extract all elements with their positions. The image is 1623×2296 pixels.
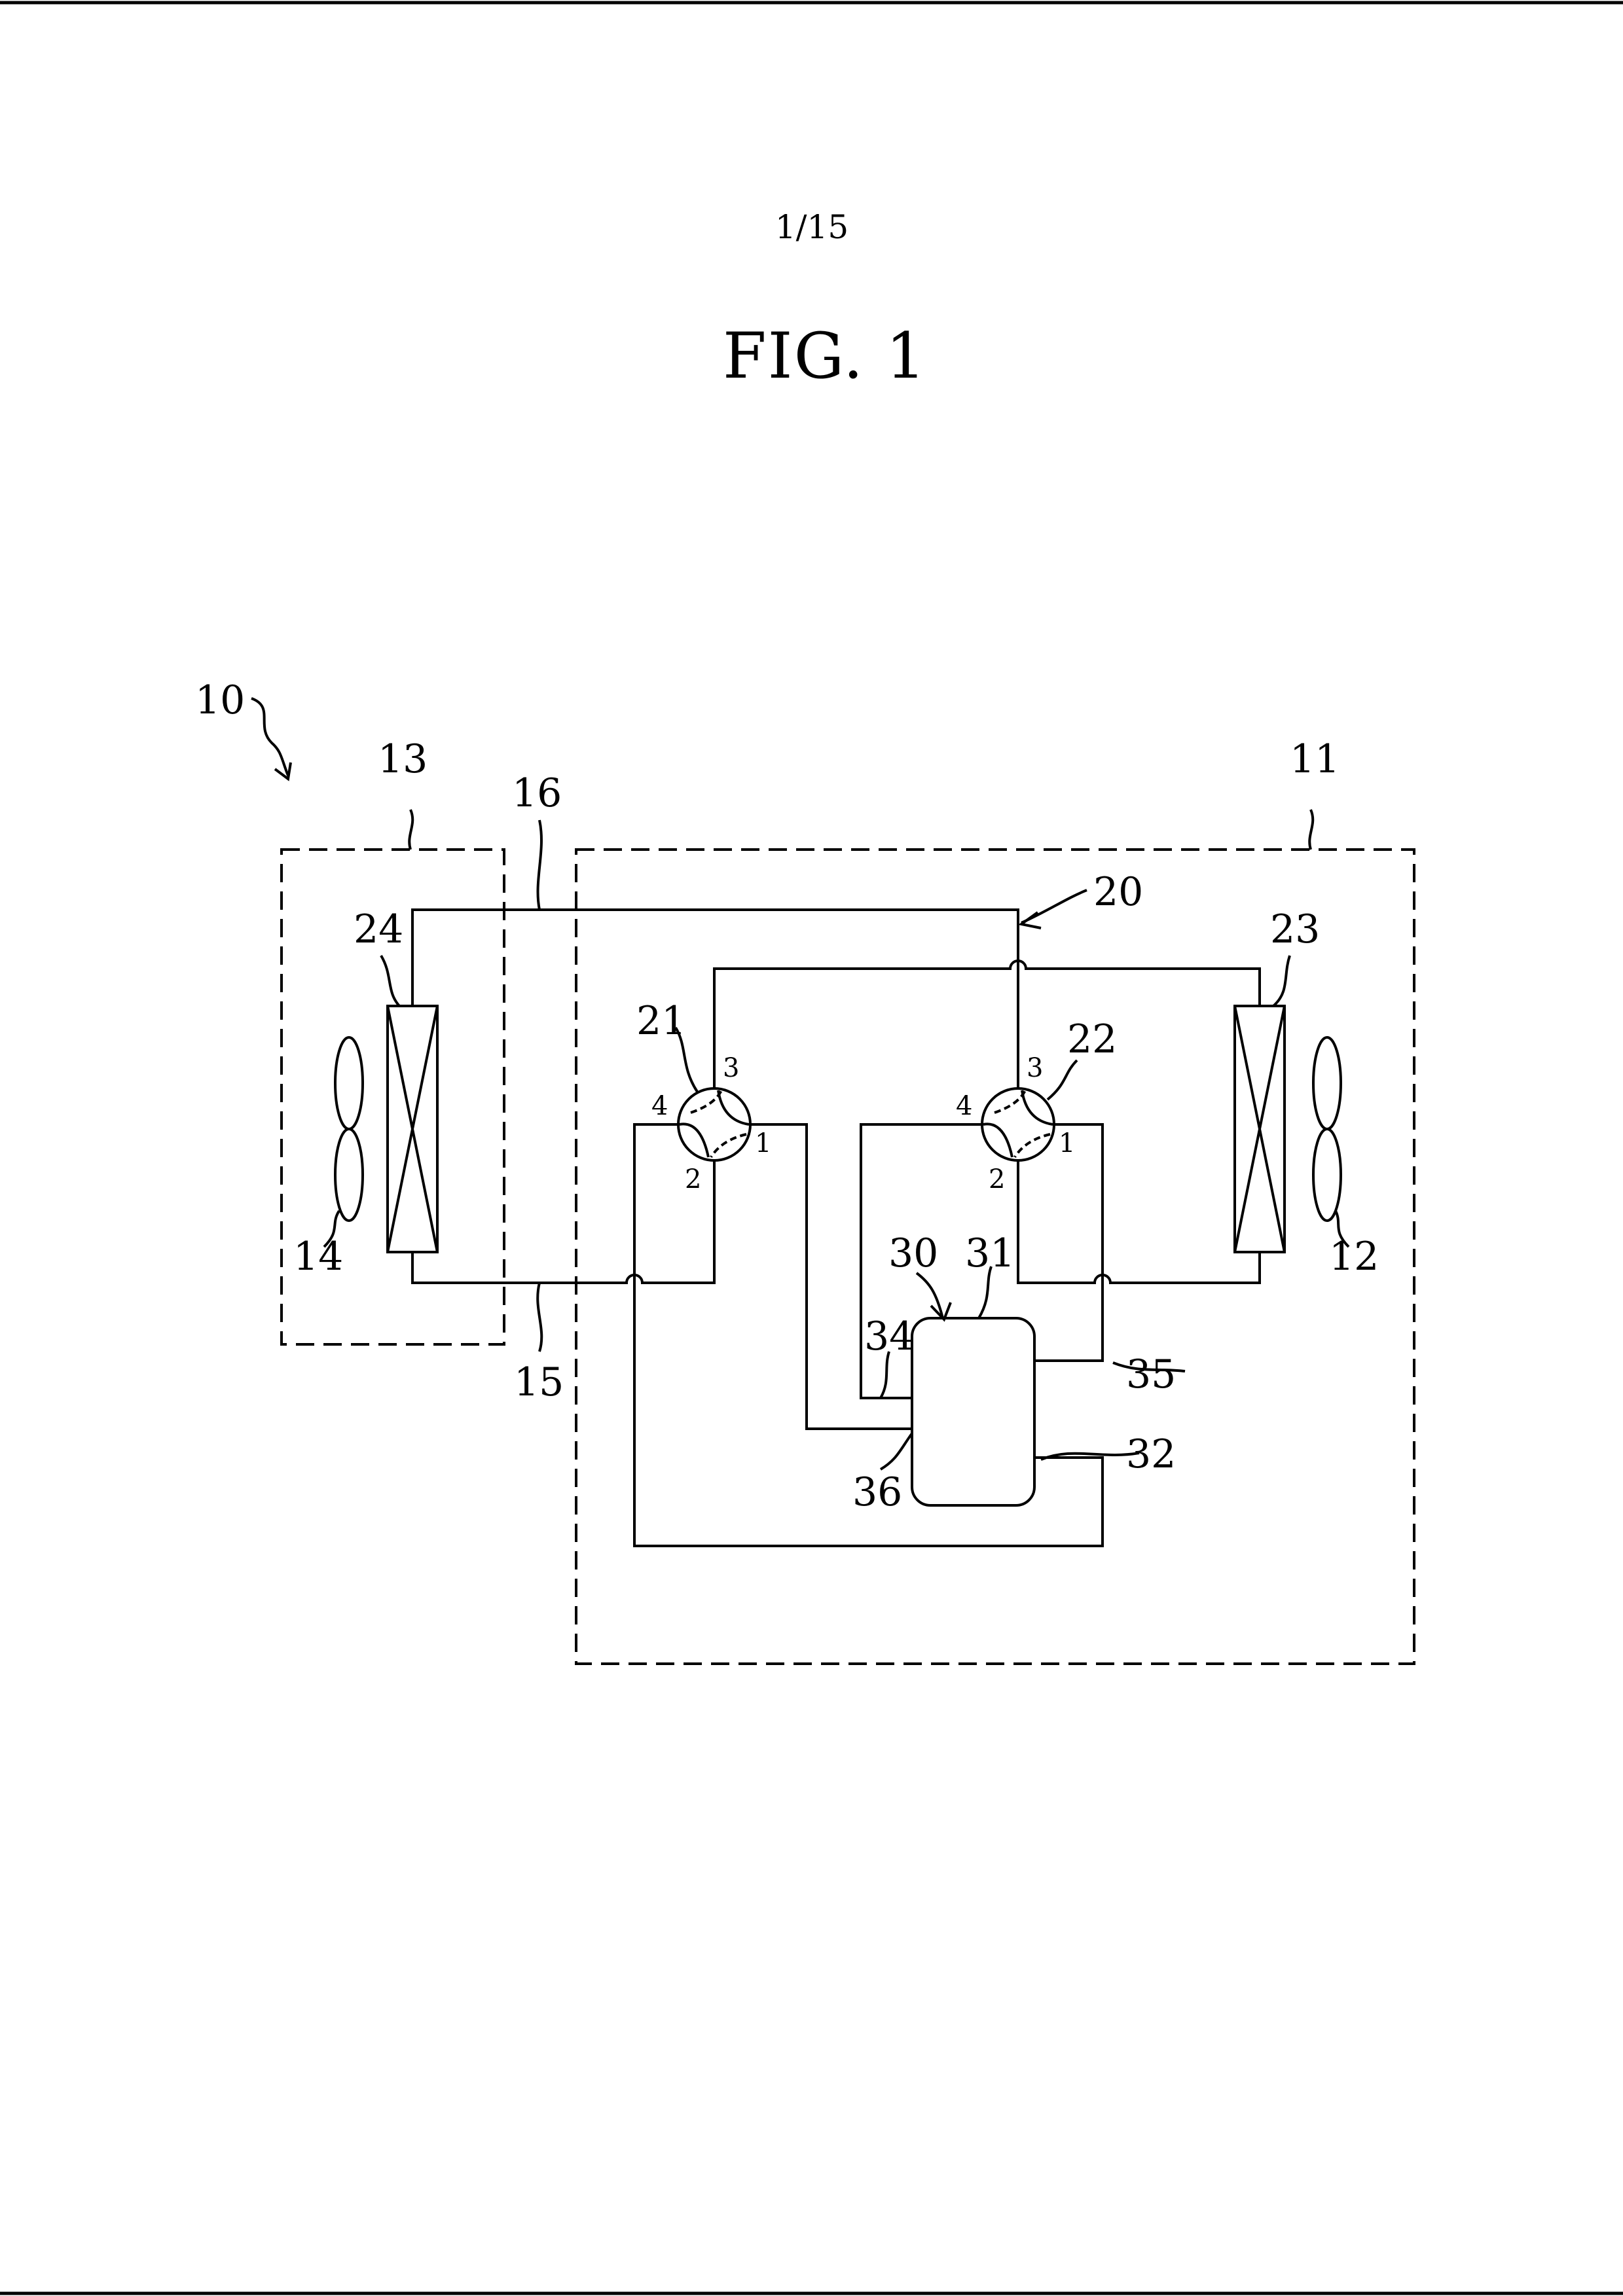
label-indoor-fan: 14 — [293, 1234, 343, 1280]
valve-right-port-1: 1 — [1059, 1128, 1075, 1158]
label-system: 10 — [195, 677, 245, 723]
label-compressor-casing: 31 — [965, 1230, 1015, 1276]
leader-36 — [881, 1433, 912, 1469]
indoor-heat-exchanger — [388, 1006, 437, 1252]
four-way-valve-right — [982, 1088, 1054, 1160]
leader-10 — [251, 698, 288, 776]
valve-right-port-4: 4 — [956, 1091, 972, 1121]
label-valve-right: 22 — [1067, 1016, 1117, 1062]
valve-left-port-3: 3 — [723, 1053, 739, 1083]
outdoor-heat-exchanger — [1235, 1006, 1285, 1252]
pipe-valve21-to-hx23 — [714, 961, 1260, 1088]
pipe-valve22-port2-to-hx23 — [1018, 1160, 1260, 1283]
label-port-bottom-right: 32 — [1126, 1431, 1176, 1477]
valve-left-port-1: 1 — [755, 1128, 771, 1158]
label-indoor-heat-exchanger: 24 — [354, 906, 403, 952]
label-outdoor-unit: 11 — [1290, 736, 1340, 782]
leader-24 — [381, 956, 399, 1006]
label-indoor-unit: 13 — [378, 736, 428, 782]
valve-left-port-4: 4 — [651, 1091, 668, 1121]
indoor-fan — [335, 1037, 363, 1221]
leader-13 — [409, 810, 412, 850]
label-valve-left: 21 — [636, 998, 686, 1044]
pipe-15 — [412, 1160, 714, 1283]
label-compressor-assembly: 30 — [888, 1230, 938, 1276]
label-pipe-upper: 16 — [512, 770, 562, 816]
label-port-right-upper: 35 — [1126, 1352, 1176, 1397]
label-port-left-upper: 34 — [864, 1314, 914, 1359]
label-port-left-lower: 36 — [852, 1469, 902, 1515]
leader-15 — [538, 1283, 541, 1352]
label-outdoor-fan: 12 — [1329, 1234, 1379, 1280]
leader-11 — [1309, 810, 1313, 850]
leader-30 — [917, 1273, 943, 1318]
label-pipe-lower: 15 — [514, 1359, 564, 1405]
four-way-valve-left — [678, 1088, 750, 1160]
label-circuit: 20 — [1093, 869, 1143, 915]
leader-16 — [538, 820, 541, 910]
valve-right-port-3: 3 — [1027, 1053, 1043, 1083]
valve-left-port-2: 2 — [685, 1164, 701, 1194]
pipe-valve22-port1-to-35 — [1034, 1124, 1103, 1361]
pipe-valve21-port1-to-36 — [750, 1124, 912, 1429]
leader-23 — [1273, 956, 1290, 1006]
valve-right-port-2: 2 — [989, 1164, 1005, 1194]
leader-22 — [1048, 1060, 1077, 1100]
compressor-casing — [912, 1318, 1034, 1505]
outdoor-fan — [1313, 1037, 1341, 1221]
label-outdoor-heat-exchanger: 23 — [1270, 906, 1320, 952]
